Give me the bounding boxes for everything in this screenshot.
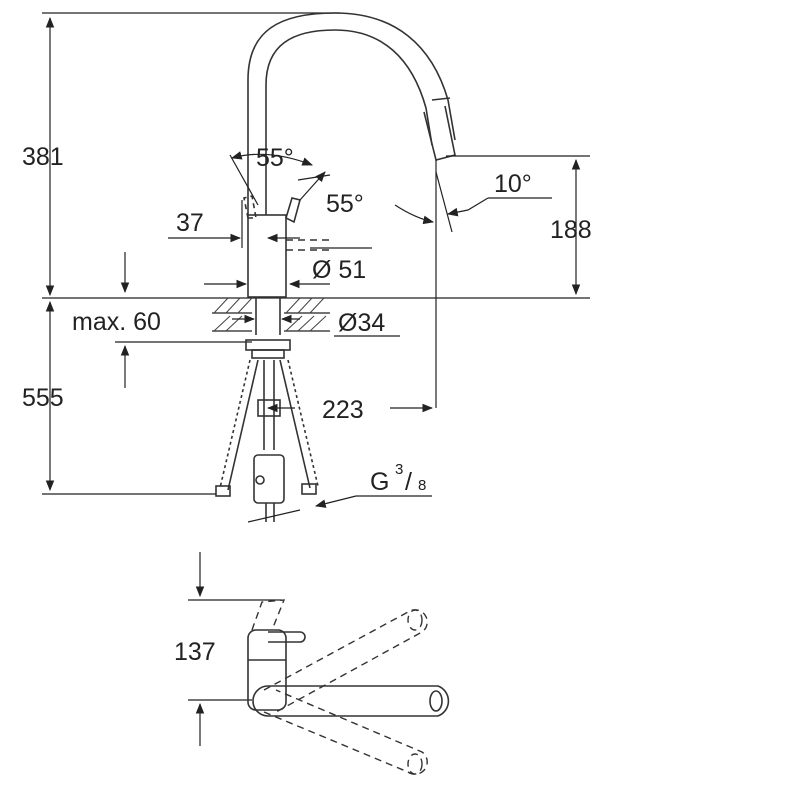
dim-hose-length: 555	[22, 300, 216, 495]
dim-hole-diameter: Ø34	[232, 309, 400, 337]
mounting-assembly	[215, 339, 319, 522]
dim-lever-offset: 37	[168, 200, 300, 248]
dim-spout-angle: 10°	[394, 170, 552, 225]
top-spout	[252, 685, 450, 717]
label-max-thickness: max. 60	[72, 308, 161, 336]
label-top-angle: 55°	[256, 144, 294, 172]
label-total-height: 381	[22, 143, 64, 171]
top-lever	[268, 631, 306, 643]
dim-max-thickness: max. 60	[72, 252, 252, 388]
label-thread-den: 8	[418, 477, 426, 494]
label-hole-diameter: Ø34	[338, 309, 385, 337]
label-hose-length: 555	[22, 384, 64, 412]
dim-spout-height: 188	[446, 155, 592, 296]
label-thread-main: G	[370, 468, 389, 496]
label-thread-num: 3	[395, 461, 403, 478]
dim-thread: G 3 / 8	[247, 461, 432, 523]
label-reach: 223	[322, 396, 364, 424]
dim-total-height: 381	[22, 12, 340, 297]
top-body	[247, 629, 287, 711]
dim-side-angle: 55°	[299, 171, 364, 218]
label-side-angle: 55°	[326, 190, 364, 218]
side-view: 381 55°	[22, 12, 592, 523]
thread-slash: /	[405, 468, 412, 496]
spout	[247, 12, 456, 408]
label-spout-height: 188	[550, 216, 592, 244]
faucet-body	[243, 195, 330, 335]
label-top-view-width: 137	[174, 638, 216, 666]
countertop-section	[212, 297, 330, 332]
dim-top-angle: 55°	[229, 144, 331, 206]
label-lever-offset: 37	[176, 209, 204, 237]
top-view: 137	[174, 552, 450, 775]
label-spout-angle: 10°	[494, 170, 532, 198]
dim-base-diameter: Ø 51	[204, 247, 372, 289]
dim-reach: 223	[266, 396, 434, 424]
dim-top-view-width: 137	[174, 552, 282, 746]
label-base-diameter: Ø 51	[312, 256, 366, 284]
